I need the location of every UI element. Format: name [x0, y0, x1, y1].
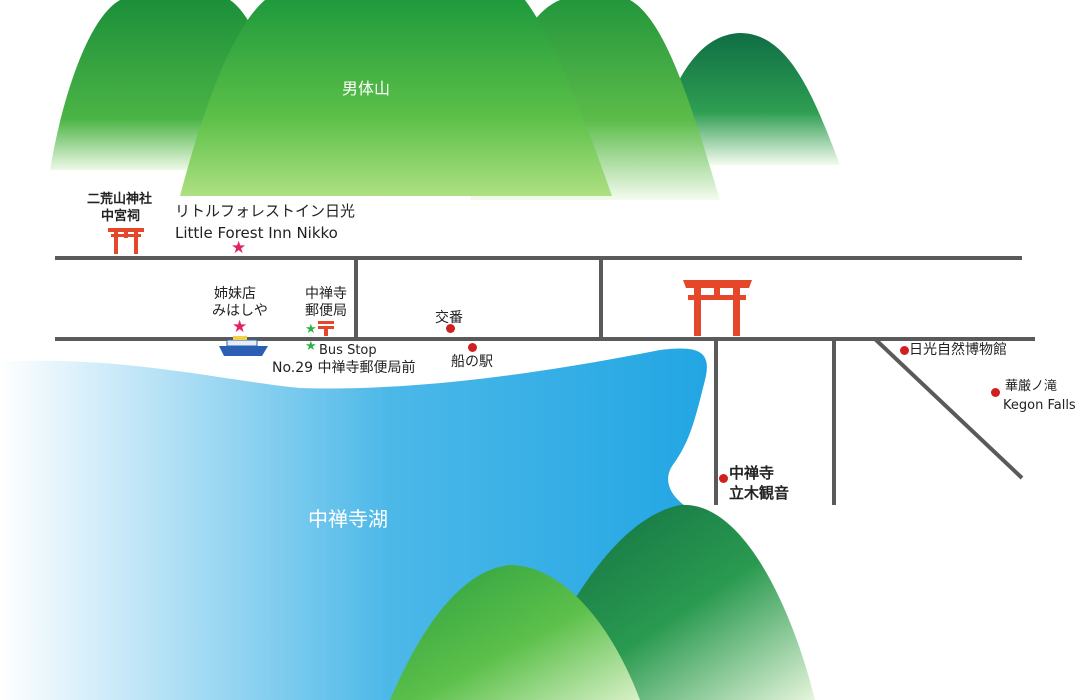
road-falls — [873, 337, 1024, 480]
star-icon: ★ — [305, 339, 317, 354]
museum-label: 日光自然博物館 — [909, 342, 1007, 358]
mountain-nantai — [180, 0, 612, 196]
falls-label-jp: 華厳ノ滝 — [1005, 379, 1058, 394]
shrine-label-line-2: 中宮祠 — [101, 209, 141, 224]
roads — [55, 256, 1035, 505]
lake-label: 中禅寺湖 — [308, 507, 388, 531]
post-office-line-1: 中禅寺 — [305, 286, 347, 302]
torii-icon — [108, 228, 144, 254]
star-icon: ★ — [231, 238, 247, 258]
inn-name-en: Little Forest Inn Nikko — [175, 224, 338, 242]
temple-label-line-2: 立木観音 — [729, 484, 790, 502]
police-box-label: 交番 — [435, 310, 463, 326]
falls-label-en: Kegon Falls — [1003, 398, 1076, 413]
dot-icon — [446, 324, 455, 333]
temple-label-line-1: 中禅寺 — [729, 464, 775, 482]
post-office-icon — [318, 321, 334, 336]
shrine-label-line-1: 二荒山神社 — [87, 192, 153, 207]
star-icon: ★ — [232, 317, 248, 337]
dot-icon — [991, 388, 1000, 397]
dot-icon — [719, 474, 728, 483]
dot-icon — [468, 343, 477, 352]
boat-icon — [219, 336, 268, 356]
dot-icon — [900, 346, 909, 355]
boat-station-label: 船の駅 — [451, 354, 493, 370]
post-office-line-2: 郵便局 — [305, 303, 347, 319]
mountain-bottom — [390, 565, 640, 700]
sister-store-line-1: 姉妹店 — [214, 286, 256, 302]
bus-stop-name: No.29 中禅寺郵便局前 — [272, 360, 416, 376]
star-icon: ★ — [305, 322, 317, 337]
bus-stop-label: Bus Stop — [319, 343, 377, 358]
inn-name-jp: リトルフォレストイン日光 — [175, 202, 356, 220]
torii-icon — [683, 280, 752, 336]
sister-store-line-2: みはしや — [212, 303, 268, 319]
mountain-label: 男体山 — [342, 79, 391, 98]
